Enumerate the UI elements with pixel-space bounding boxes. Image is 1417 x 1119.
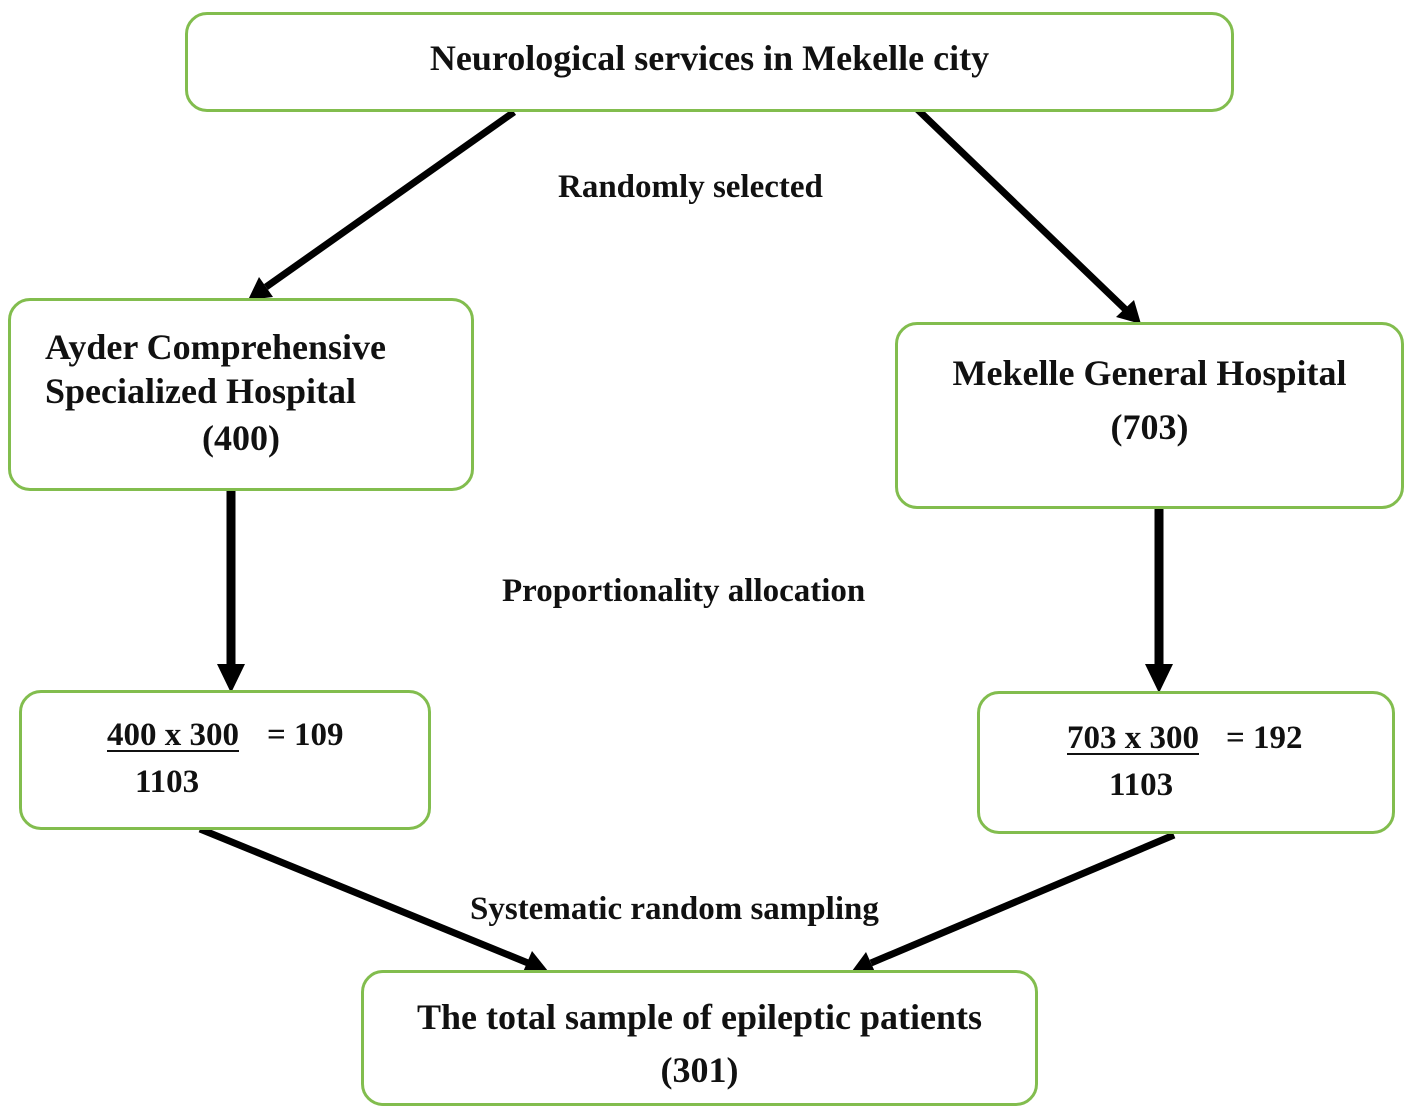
total-sample-count: (301) [660, 1050, 739, 1090]
arrow-right-down [1145, 509, 1173, 693]
neurological-services-title: Neurological services in Mekelle city [429, 38, 990, 78]
arrow-top-to-left [248, 109, 517, 300]
ayder-hospital-name-line2: Specialized Hospital [45, 371, 357, 411]
ayder-hospital-box: Ayder Comprehensive Specialized Hospital… [8, 298, 474, 491]
mekelle-hospital-count: (703) [1110, 407, 1189, 447]
arrow-left-down [217, 491, 245, 693]
randomly-selected-label: Randomly selected [558, 169, 823, 205]
arrow-left-to-bottom [198, 825, 548, 972]
ayder-allocation-denominator: 1103 [135, 764, 200, 800]
mekelle-general-hospital-box: Mekelle General Hospital (703) [895, 322, 1404, 509]
ayder-hospital-count: (400) [202, 418, 280, 458]
proportionality-allocation-label: Proportionality allocation [502, 573, 866, 609]
mekelle-hospital-name: Mekelle General Hospital [952, 353, 1347, 393]
neurological-services-box: Neurological services in Mekelle city [185, 12, 1234, 112]
mekelle-allocation-denominator: 1103 [1109, 767, 1174, 803]
mekelle-allocation-numerator: 703 x 300 [1067, 720, 1199, 756]
arrow-top-to-right [913, 105, 1141, 324]
ayder-allocation-numerator: 400 x 300 [107, 717, 239, 753]
ayder-allocation-box: 400 x 300 = 109 1103 [19, 690, 431, 830]
total-sample-label: The total sample of epileptic patients [417, 997, 982, 1037]
mekelle-allocation-box: 703 x 300 = 192 1103 [977, 691, 1395, 834]
mekelle-allocation-result: = 192 [1226, 720, 1303, 756]
ayder-hospital-name-line1: Ayder Comprehensive [45, 327, 386, 367]
systematic-random-sampling-label: Systematic random sampling [470, 891, 879, 927]
ayder-allocation-result: = 109 [267, 717, 344, 753]
total-sample-box: The total sample of epileptic patients (… [361, 970, 1038, 1106]
arrow-right-to-bottom [852, 831, 1176, 972]
